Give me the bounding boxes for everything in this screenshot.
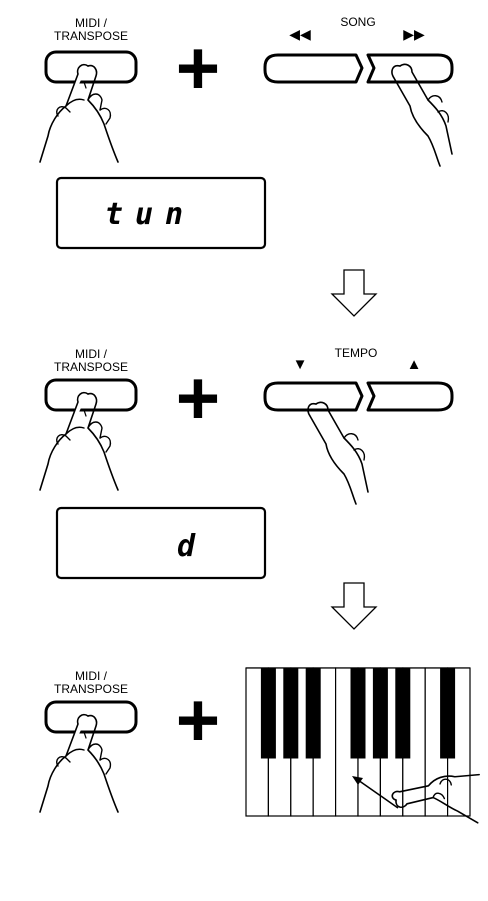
- song-forward-button[interactable]: [366, 53, 454, 84]
- midi-transpose-button[interactable]: [44, 700, 138, 734]
- tempo-down-button[interactable]: [263, 381, 364, 412]
- step-1: MIDI / TRANSPOSE + ◀◀ SONG ▶▶: [39, 15, 454, 167]
- midi-transpose-button[interactable]: [44, 378, 138, 412]
- lcd-display: [55, 506, 267, 580]
- rewind-icon: ◀◀: [289, 26, 311, 42]
- tempo-up-icon: ▲: [407, 356, 422, 373]
- plus-sign: +: [176, 26, 220, 111]
- tempo-down-icon: ▼: [293, 356, 308, 373]
- black-key[interactable]: [305, 667, 321, 759]
- pointer-arrow-icon: [352, 776, 399, 809]
- plus-sign: +: [176, 356, 220, 441]
- pressing-hand-icon: [307, 401, 369, 505]
- lcd-display-text: tun: [105, 197, 195, 232]
- black-key[interactable]: [440, 667, 456, 759]
- lcd-display-text: d: [177, 529, 196, 564]
- midi-transpose-label-line1: MIDI /: [75, 347, 108, 361]
- black-key[interactable]: [372, 667, 388, 759]
- step-2: MIDI / TRANSPOSE + ▼ TEMPO ▲: [39, 346, 454, 505]
- midi-transpose-label-line2: TRANSPOSE: [54, 682, 128, 696]
- midi-transpose-label-line2: TRANSPOSE: [54, 360, 128, 374]
- midi-transpose-label-line2: TRANSPOSE: [54, 29, 128, 43]
- plus-sign: +: [176, 678, 220, 763]
- midi-transpose-button[interactable]: [44, 50, 138, 84]
- black-key[interactable]: [350, 667, 366, 759]
- black-key[interactable]: [395, 667, 411, 759]
- fast-forward-icon: ▶▶: [403, 26, 425, 42]
- down-arrow-icon: [331, 582, 377, 630]
- step-3: MIDI / TRANSPOSE +: [39, 667, 480, 824]
- song-rewind-button[interactable]: [263, 53, 364, 84]
- song-label: SONG: [340, 15, 375, 29]
- tempo-up-button[interactable]: [366, 381, 454, 412]
- black-key[interactable]: [283, 667, 299, 759]
- piano-keyboard: [245, 667, 471, 817]
- black-key[interactable]: [260, 667, 276, 759]
- lcd-display: [55, 176, 267, 250]
- midi-transpose-label-line1: MIDI /: [75, 16, 108, 30]
- tempo-label: TEMPO: [335, 346, 378, 360]
- midi-transpose-label-line1: MIDI /: [75, 669, 108, 683]
- down-arrow-icon: [331, 269, 377, 317]
- pressing-hand-icon: [391, 773, 480, 824]
